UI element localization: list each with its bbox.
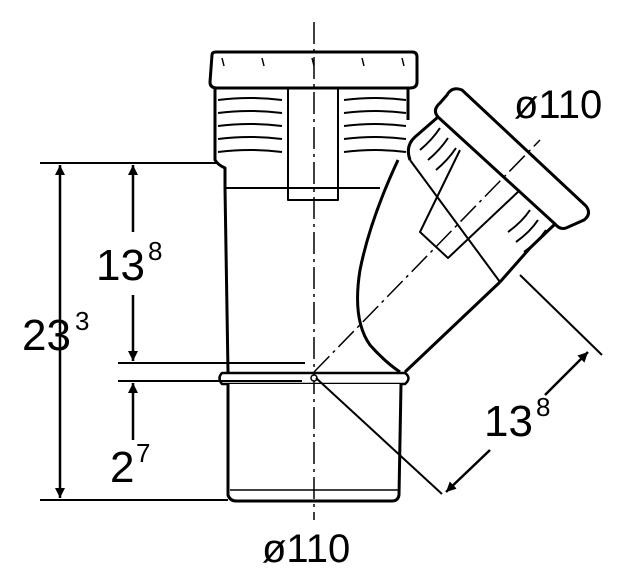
- branch-axis: [313, 139, 541, 373]
- center-lines: [313, 22, 541, 520]
- bottom-diameter-label: ø110: [262, 527, 350, 571]
- branch-length-sup: 8: [536, 392, 550, 422]
- branch-inner-rib: [419, 149, 521, 259]
- lower-height-label: 2: [110, 443, 134, 492]
- socket-inner-rib: [287, 88, 339, 201]
- lower-height-sup: 7: [136, 438, 150, 468]
- main-tube-right: [356, 159, 401, 374]
- top-diameter-label: ø110: [514, 83, 602, 127]
- branch-socket-cap: [433, 87, 591, 230]
- branch-grooves: [419, 127, 547, 253]
- dimension-arrows: [55, 165, 589, 498]
- total-height-sup: 3: [75, 306, 89, 336]
- main-tube-left: [223, 187, 230, 373]
- upper-height-sup: 8: [148, 236, 162, 266]
- main-pipe: [208, 50, 419, 503]
- branch-length-label: 13: [484, 397, 533, 446]
- branch-tube-lower: [403, 280, 502, 374]
- total-height-label: 23: [22, 311, 71, 360]
- branch-rib-line: [409, 159, 501, 283]
- branch-length-arrow-upper: [544, 351, 589, 396]
- branch-pipe: [403, 87, 591, 374]
- top-socket-body: [213, 88, 410, 188]
- socket-grooves-left: [217, 97, 283, 153]
- socket-grooves-right: [343, 97, 407, 153]
- upper-height-label: 13: [96, 241, 145, 290]
- extension-lines: [40, 162, 603, 501]
- branch-length-arrow-lower: [445, 449, 491, 493]
